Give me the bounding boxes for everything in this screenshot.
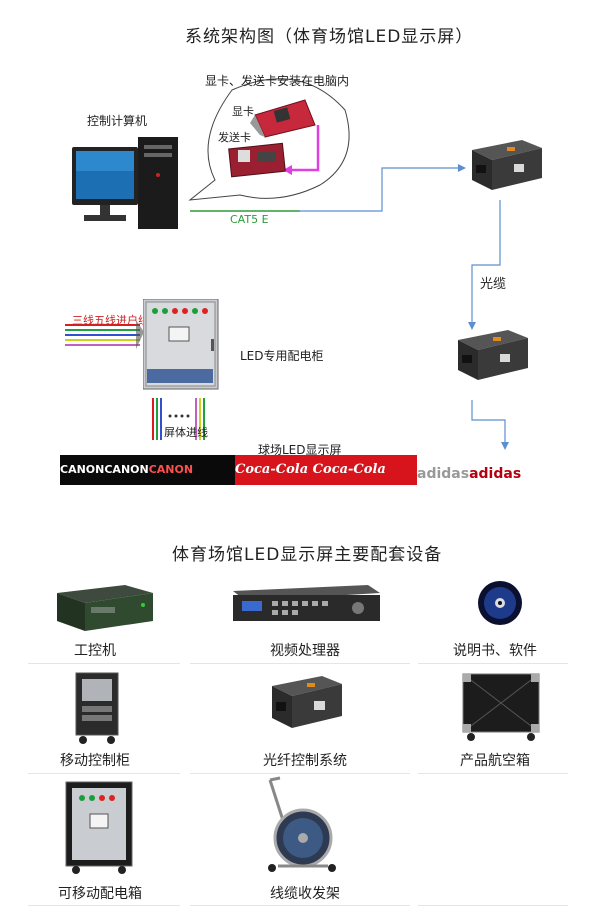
fiber-converter-icon-1 — [472, 140, 542, 190]
led-screen-coca-cola: Coca-Cola Coca-Cola — [235, 455, 417, 485]
fiber-converter-icon-2 — [458, 330, 528, 380]
fiber-label: 光缆 — [480, 277, 507, 292]
cd-icon — [478, 581, 522, 625]
equipment-title: 体育场馆LED显示屏主要配套设备 — [172, 545, 443, 565]
industrial-pc-icon — [57, 585, 153, 631]
cat5-label: CAT5 E — [230, 213, 269, 226]
screen-data-line — [471, 400, 506, 445]
cable-reel-icon — [268, 776, 336, 872]
diagram-title: 系统架构图（体育场馆LED显示屏） — [185, 27, 474, 47]
screen-label: 球场LED显示屏 — [258, 443, 342, 457]
fiber-line — [471, 200, 501, 325]
divider — [190, 773, 410, 774]
led-screen-canon: CANONCANONCANON — [60, 455, 235, 485]
equipment-label-1: 工控机 — [74, 643, 116, 659]
cabinet-label: LED专用配电柜 — [240, 349, 324, 363]
control-computer-icon — [72, 137, 178, 229]
connection-lines — [65, 78, 509, 450]
ethernet-line — [300, 167, 458, 212]
power-cabinet-icon — [143, 299, 219, 390]
equipment-label-8: 线缆收发架 — [270, 886, 340, 902]
magenta-arrow — [290, 125, 320, 172]
equipment-label-3: 说明书、软件 — [453, 643, 537, 659]
equipment-label-7: 可移动配电箱 — [58, 886, 142, 902]
divider — [418, 663, 568, 664]
sender-label: 发送卡 — [218, 131, 251, 144]
equipment-label-2: 视频处理器 — [270, 643, 340, 659]
led-screen-adidas: adidasadidas — [417, 455, 557, 485]
gpu-note: 显卡、发送卡安装在电脑内 — [205, 74, 350, 88]
fiber-converter-icon — [272, 676, 342, 728]
mobile-power-box-icon — [65, 781, 133, 874]
video-processor-icon — [233, 585, 380, 621]
divider — [190, 905, 410, 906]
divider — [190, 663, 410, 664]
equipment-label-6: 产品航空箱 — [460, 753, 530, 769]
power-in-label: 三线五线进户线 — [72, 314, 149, 327]
flight-case-icon — [462, 673, 540, 741]
sender-card-icon — [228, 142, 286, 178]
divider — [28, 663, 180, 664]
equipment-label-4: 移动控制柜 — [60, 753, 130, 769]
mobile-control-cabinet-icon — [75, 672, 119, 744]
divider — [28, 773, 180, 774]
gpu-label: 显卡 — [232, 105, 254, 118]
divider — [418, 905, 568, 906]
gpu-card-icon — [250, 99, 316, 138]
equipment-label-5: 光纤控制系统 — [263, 753, 347, 769]
divider — [418, 773, 568, 774]
computer-label: 控制计算机 — [87, 114, 148, 128]
divider — [28, 905, 180, 906]
screen-in-label: 屏体进线 — [164, 426, 208, 439]
